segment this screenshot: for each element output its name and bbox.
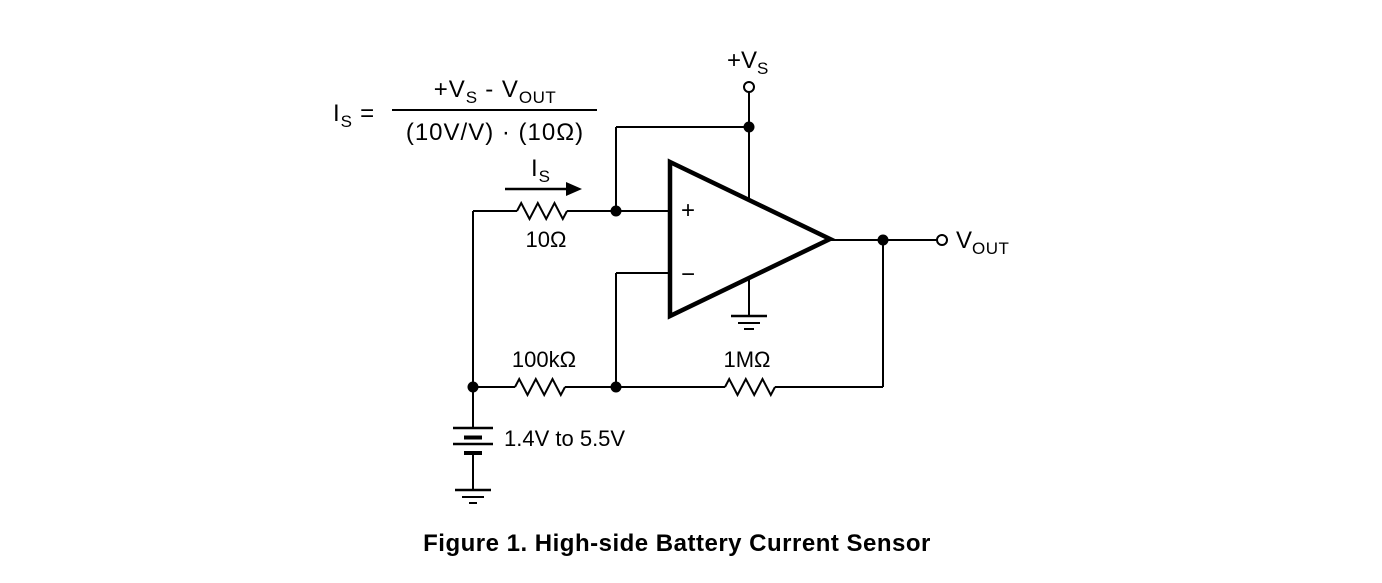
figure-caption: Figure 1. High-side Battery Current Sens…	[423, 530, 931, 557]
junction-dot	[877, 234, 889, 246]
resistor-10ohm-label: 10Ω	[526, 227, 567, 252]
junction-dots	[467, 121, 889, 393]
current-arrow: IS	[505, 155, 582, 196]
resistor-zigzag	[516, 200, 568, 222]
wires	[472, 92, 937, 490]
output-terminal	[936, 234, 948, 246]
junction-dot	[610, 381, 622, 393]
supply-terminal	[743, 81, 755, 93]
resistor-1mohm-label: 1MΩ	[723, 347, 770, 372]
resistor-zigzag	[514, 376, 566, 398]
formula: IS = +VS - VOUT (10V/V) · (10Ω)	[333, 76, 597, 146]
formula-lhs: IS =	[333, 100, 375, 131]
supply-node: +VS	[727, 47, 769, 93]
opamp: + −	[667, 158, 836, 320]
battery: 1.4V to 5.5V	[453, 426, 625, 455]
battery-ground-symbol	[455, 488, 491, 504]
resistor-10ohm: 10Ω	[516, 200, 568, 252]
formula-numerator: +VS - VOUT	[434, 76, 557, 107]
resistor-zigzag	[724, 376, 776, 398]
battery-range-label: 1.4V to 5.5V	[504, 426, 625, 451]
junction-dot	[467, 381, 479, 393]
output-label: VOUT	[956, 227, 1009, 258]
opamp-plus-input-label: +	[681, 197, 695, 224]
supply-label: +VS	[727, 47, 769, 78]
junction-dot	[743, 121, 755, 133]
opamp-body	[667, 158, 836, 320]
resistor-100kohm: 100kΩ	[512, 347, 576, 398]
opamp-minus-input-label: −	[681, 261, 695, 288]
current-label: IS	[531, 155, 551, 186]
resistor-100kohm-label: 100kΩ	[512, 347, 576, 372]
output-node: VOUT	[936, 227, 1009, 258]
formula-denominator: (10V/V) · (10Ω)	[406, 119, 584, 146]
resistor-1mohm: 1MΩ	[723, 347, 776, 398]
current-arrow-head	[566, 182, 582, 196]
junction-dot	[610, 205, 622, 217]
opamp-ground-symbol	[731, 314, 767, 330]
